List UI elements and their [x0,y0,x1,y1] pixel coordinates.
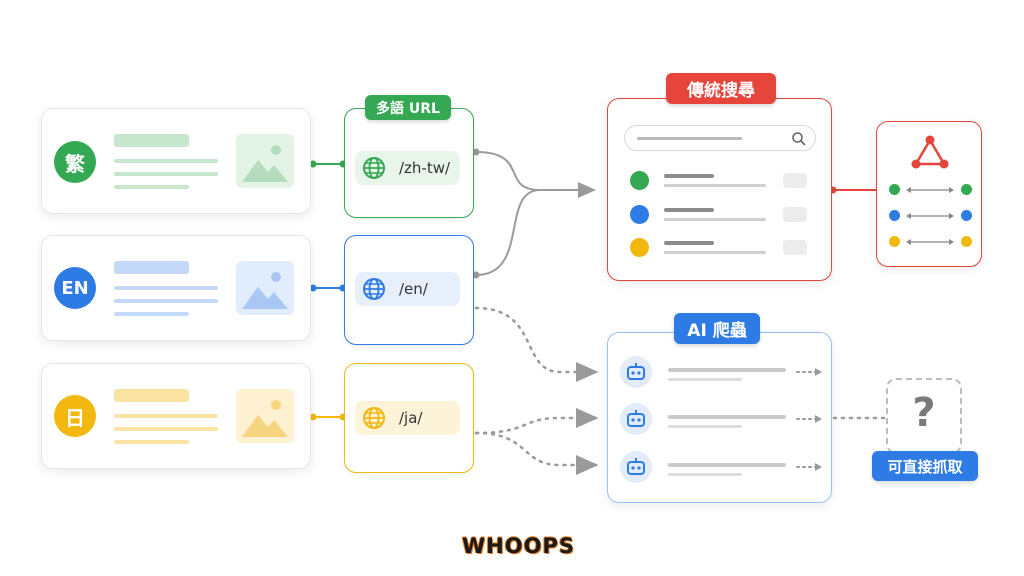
ai-crawler-tag: AI 爬蟲 [674,313,760,344]
language-badge-en: EN [54,267,96,309]
url-path-en: /en/ [399,280,428,298]
dotted-arrow-icon [796,463,822,471]
url-box-en[interactable]: /en/ [344,235,474,345]
hreflang-panel [876,121,982,267]
ai-crawler-panel [607,332,832,503]
result-chip [783,173,807,188]
hreflang-link-row [889,210,973,222]
result-dot [630,238,649,257]
ja-to-crawler-line-2 [474,431,599,475]
result-dot [630,205,649,224]
search-result-row[interactable] [630,203,815,225]
language-badge-ja: 日 [54,395,96,437]
crawler-text-line [668,378,742,381]
text-line [114,427,218,431]
text-line [114,172,218,176]
crawler-text-line [668,425,742,428]
crawler-row [620,451,825,485]
heading-placeholder [114,261,189,274]
crawler-row [620,356,825,390]
double-arrow-icon [906,213,954,219]
heading-placeholder [114,134,189,147]
search-result-row[interactable] [630,169,815,191]
multilang-url-tag: 多語 URL [365,95,451,120]
search-result-row[interactable] [630,236,815,258]
language-badge-zh: 繁 [54,141,96,183]
search-placeholder-line [637,137,742,140]
text-line [114,299,218,303]
url-box-ja[interactable]: /ja/ [344,363,474,473]
url-pill-zh: /zh-tw/ [355,151,460,185]
en-to-crawler-line [474,306,599,382]
robot-icon [620,356,652,388]
text-line [114,159,218,163]
result-title-line [664,174,714,178]
result-text-line [664,184,766,187]
dotted-arrow-icon [796,415,822,423]
site-card-zh[interactable]: 繁 [41,108,311,214]
question-mark-icon: ? [912,390,936,436]
site-url-connector-yellow [309,413,347,421]
globe-icon [363,407,385,429]
double-arrow-icon [906,239,954,245]
image-placeholder-icon [236,134,294,188]
text-line [114,312,189,316]
result-dot [630,171,649,190]
search-bar[interactable] [624,125,816,151]
url-pill-ja: /ja/ [355,401,460,435]
result-text-line [664,251,766,254]
double-arrow-icon [906,187,954,193]
url-pill-en: /en/ [355,272,460,306]
dotted-arrow-icon [796,368,822,376]
globe-icon [363,278,385,300]
unknown-box: ? [886,378,962,454]
url-path-zh: /zh-tw/ [399,159,451,177]
site-url-connector-green [309,160,347,168]
hreflang-link-row [889,236,973,248]
en-to-search-line [475,189,541,276]
hreflang-link-row [889,184,973,196]
ja-to-crawler-line-1 [474,408,599,435]
image-placeholder-icon [236,261,294,315]
globe-icon [363,157,385,179]
image-placeholder-icon [236,389,294,443]
site-url-connector-blue [309,284,347,292]
result-title-line [664,241,714,245]
traditional-search-tag: 傳統搜尋 [666,73,776,104]
robot-icon [620,403,652,435]
traditional-search-panel [607,98,832,281]
result-chip [783,207,807,222]
text-line [114,286,218,290]
whoops-logo: WHOOPS [462,534,575,558]
search-icon [792,132,806,146]
result-title-line [664,208,714,212]
result-text-line [664,218,766,221]
site-card-en[interactable]: EN [41,235,311,341]
text-line [114,440,189,444]
crawler-text-line [668,463,786,467]
text-line [114,185,189,189]
text-line [114,414,218,418]
robot-icon [620,451,652,483]
crawler-text-line [668,473,742,476]
direct-crawl-label: 可直接抓取 [872,451,978,481]
search-hreflang-connector [829,186,876,194]
crawler-row [620,403,825,437]
zh-to-search-line [475,151,596,198]
crawler-text-line [668,415,786,419]
url-box-zh[interactable]: /zh-tw/ [344,108,474,218]
heading-placeholder [114,389,189,402]
url-path-ja: /ja/ [399,409,423,427]
triangle-network-icon [911,135,949,169]
result-chip [783,240,807,255]
site-card-ja[interactable]: 日 [41,363,311,469]
crawler-text-line [668,368,786,372]
